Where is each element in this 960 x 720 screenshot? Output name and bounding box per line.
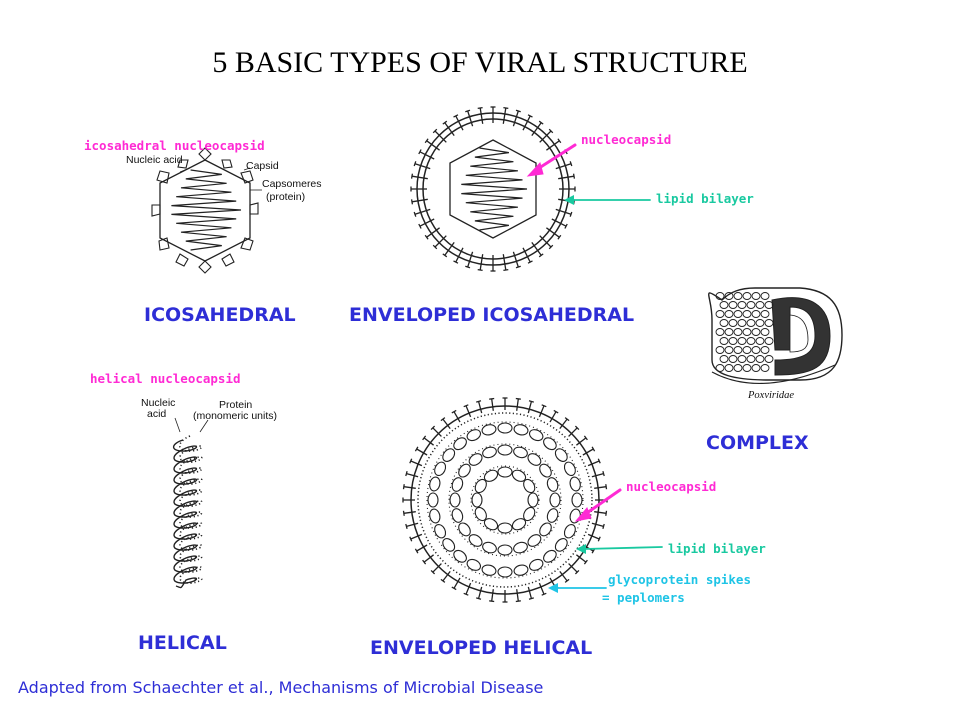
label-helical-nucleic: Nucleic (141, 397, 176, 409)
annotation-peplomers: = peplomers (602, 590, 685, 605)
enveloped-helical-drawing (402, 397, 608, 603)
complex-poxvirus-drawing (708, 287, 843, 385)
source-credit: Adapted from Schaechter et al., Mechanis… (18, 678, 544, 697)
label-nucleic-acid: Nucleic acid (126, 154, 183, 166)
icosahedral-capsid-drawing (151, 147, 262, 274)
annotation-env-ico-nucleocapsid: nucleocapsid (581, 132, 672, 147)
label-helical-acid: acid (147, 408, 167, 420)
label-capsid: Capsid (246, 160, 279, 172)
type-label-enveloped-helical: ENVELOPED HELICAL (370, 637, 593, 659)
annotation-helical-nucleocapsid: helical nucleocapsid (90, 371, 241, 386)
annotation-env-ico-lipid-bilayer: lipid bilayer (656, 191, 754, 206)
type-label-icosahedral: ICOSAHEDRAL (144, 304, 296, 326)
type-label-complex: COMPLEX (706, 432, 809, 454)
annotation-glycoprotein-spikes: glycoprotein spikes (608, 572, 751, 587)
page-title: 5 BASIC TYPES OF VIRAL STRUCTURE (212, 46, 748, 79)
annotation-env-hel-nucleocapsid: nucleocapsid (626, 479, 717, 494)
label-monomeric-units: (monomeric units) (193, 410, 278, 422)
annotation-env-hel-lipid-bilayer: lipid bilayer (668, 541, 766, 556)
annotation-icosahedral-nucleocapsid: icosahedral nucleocapsid (84, 138, 265, 153)
annotation-arrows (526, 143, 663, 593)
label-protein: (protein) (266, 191, 306, 203)
label-poxviridae: Poxviridae (748, 390, 795, 401)
label-helical-protein: Protein (219, 399, 253, 411)
helical-nucleocapsid-drawing (172, 417, 209, 589)
type-label-helical: HELICAL (138, 632, 227, 654)
enveloped-icosahedral-drawing (410, 106, 576, 272)
label-capsomeres: Capsomeres (262, 178, 322, 190)
type-label-enveloped-icosahedral: ENVELOPED ICOSAHEDRAL (349, 304, 635, 326)
